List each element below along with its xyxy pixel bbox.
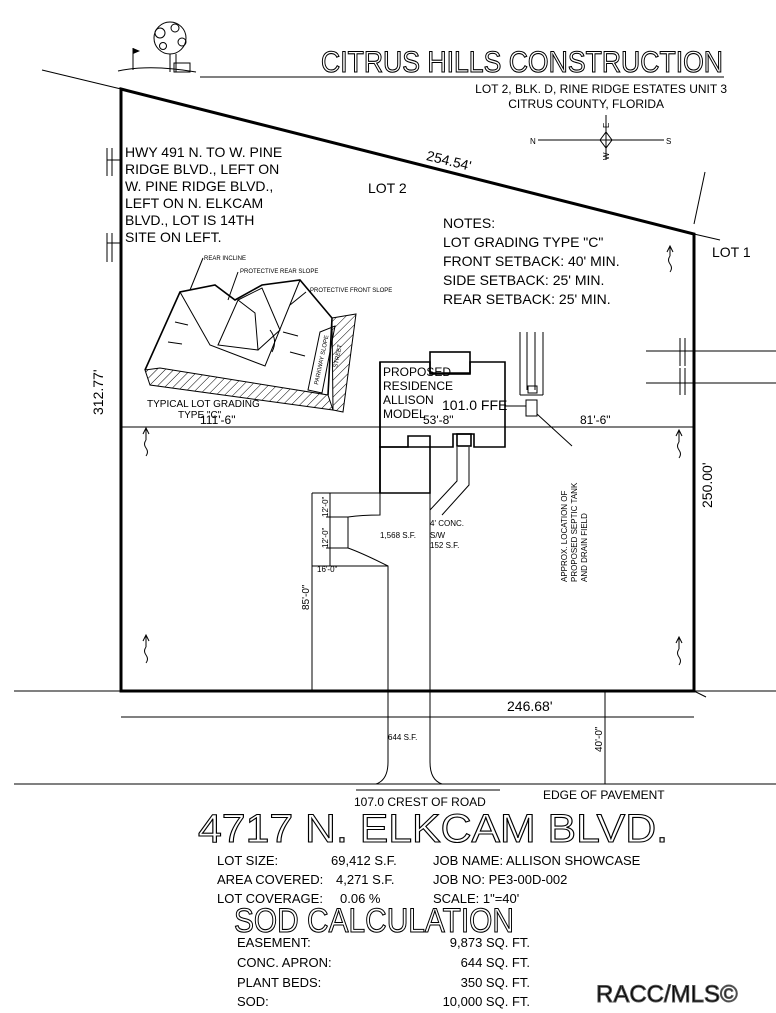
- sod-row-label: SOD:: [237, 994, 269, 1009]
- rear-dimension: 254.54': [425, 147, 473, 174]
- notes-line: SIDE SETBACK: 25' MIN.: [443, 272, 604, 288]
- compass-w-label: W: [602, 152, 611, 160]
- sidewalk-line: 152 S.F.: [430, 541, 459, 550]
- driveway-12-dimension: 12'-0": [321, 496, 330, 517]
- compass-rose-icon: N S E W: [530, 115, 671, 160]
- compass-e-label: E: [602, 123, 611, 128]
- left-setback-dimension: 111'-6": [200, 413, 235, 427]
- apron-area-label: 644 S.F.: [388, 733, 417, 742]
- sidewalk-line: S/W: [430, 531, 446, 540]
- sod-calculation: SOD CALCULATION EASEMENT: 9,873 SQ. FT. …: [233, 901, 530, 1009]
- directions-line: RIDGE BLVD., LEFT ON: [125, 161, 279, 177]
- directions-block: HWY 491 N. TO W. PINE RIDGE BLVD., LEFT …: [125, 144, 282, 245]
- sod-row-value: 10,000 SQ. FT.: [443, 994, 530, 1009]
- notes-block: NOTES: LOT GRADING TYPE "C" FRONT SETBAC…: [443, 215, 620, 307]
- septic-label-line: APPROX. LOCATION OF: [560, 490, 569, 582]
- sod-row-label: EASEMENT:: [237, 935, 311, 950]
- grading-caption-line-2: TYPE "C": [178, 410, 222, 421]
- edge-of-pavement-label: EDGE OF PAVEMENT: [543, 788, 665, 802]
- compass-s-label: S: [666, 137, 671, 146]
- finished-floor-elevation: 101.0 FFE: [442, 397, 507, 413]
- house-label-line: ALLISON: [383, 393, 434, 407]
- drawing-scale: SCALE: 1"=40': [433, 891, 519, 906]
- grading-caption-line-1: TYPICAL LOT GRADING: [147, 399, 260, 410]
- septic-system: APPROX. LOCATION OF PROPOSED SEPTIC TANK…: [505, 332, 589, 582]
- job-name: JOB NAME: ALLISON SHOWCASE: [433, 853, 641, 868]
- septic-label-line: PROPOSED SEPTIC TANK: [570, 482, 579, 582]
- notes-line: FRONT SETBACK: 40' MIN.: [443, 253, 620, 269]
- right-lot-line-markers: [646, 338, 776, 395]
- street-label: STREET: [333, 344, 344, 369]
- row-width-dimension: 40'-0": [594, 726, 605, 752]
- property-address: 4717 N. ELKCAM BLVD.: [198, 807, 668, 851]
- sidewalk: 4' CONC. S/W 152 S.F.: [429, 447, 470, 550]
- directions-line: SITE ON LEFT.: [125, 229, 221, 245]
- lot-info-block: LOT SIZE: 69,412 S.F. AREA COVERED: 4,27…: [217, 853, 641, 906]
- directions-line: HWY 491 N. TO W. PINE: [125, 144, 282, 160]
- compass-n-label: N: [530, 137, 536, 146]
- right-dimension: 250.00': [699, 463, 715, 509]
- notes-line: LOT GRADING TYPE "C": [443, 234, 603, 250]
- notes-line: NOTES:: [443, 215, 495, 231]
- right-setback-dimension: 81'-6": [580, 413, 611, 427]
- lot-coverage-value: 0.06 %: [340, 891, 381, 906]
- sod-row-value: 350 SQ. FT.: [461, 975, 530, 990]
- sod-title: SOD CALCULATION: [234, 902, 514, 940]
- left-lot-line-marker-lower: [106, 233, 121, 262]
- notes-line: REAR SETBACK: 25' MIN.: [443, 291, 611, 307]
- lot-grading-diagram: REAR INCLINE PROTECTIVE REAR SLOPE PROTE…: [144, 256, 392, 421]
- tree-golf-logo-icon: [117, 21, 197, 73]
- lot-coverage-label: LOT COVERAGE:: [217, 891, 323, 906]
- area-covered-label: AREA COVERED:: [217, 872, 323, 887]
- house-width-dimension: 53'-8": [423, 413, 454, 427]
- directions-line: BLVD., LOT IS 14TH: [125, 212, 254, 228]
- legal-description-line-1: LOT 2, BLK. D, RINE RIDGE ESTATES UNIT 3: [475, 82, 727, 96]
- front-setback-dimension: 85'-0": [301, 584, 312, 610]
- squiggle-markers: [142, 244, 683, 666]
- company-title: CITRUS HILLS CONSTRUCTION: [321, 46, 723, 79]
- area-covered-value: 4,271 S.F.: [336, 872, 395, 887]
- directions-line: W. PINE RIDGE BLVD.,: [125, 178, 273, 194]
- sidewalk-line: 4' CONC.: [430, 519, 464, 528]
- driveway: 1,568 S.F. 644 S.F.: [347, 493, 443, 785]
- lot-2-label: LOT 2: [368, 180, 407, 196]
- front-dimension: 246.68': [507, 698, 553, 714]
- rear-incline-label: REAR INCLINE: [204, 256, 246, 262]
- protective-rear-slope-label: PROTECTIVE REAR SLOPE: [240, 269, 318, 275]
- protective-front-slope-label: PROTECTIVE FRONT SLOPE: [310, 288, 392, 294]
- legal-description-line-2: CITRUS COUNTY, FLORIDA: [508, 97, 664, 111]
- left-dimension: 312.77': [90, 370, 106, 416]
- directions-line: LEFT ON N. ELKCAM: [125, 195, 263, 211]
- house-label-line: MODEL: [383, 407, 426, 421]
- crest-of-road-label: 107.0 CREST OF ROAD: [354, 795, 486, 809]
- septic-label-line: AND DRAIN FIELD: [580, 513, 589, 582]
- house-label-line: RESIDENCE: [383, 379, 453, 393]
- mls-watermark: RACC/MLS©: [596, 981, 738, 1008]
- front-setback-dimensions: 85'-0" 12'-0" 12'-0" 16'-0": [301, 492, 388, 691]
- driveway-area-label: 1,568 S.F.: [380, 531, 416, 540]
- sod-row-label: PLANT BEDS:: [237, 975, 321, 990]
- driveway-12-dimension: 12'-0": [321, 527, 330, 548]
- sod-row-value: 644 SQ. FT.: [461, 955, 530, 970]
- driveway-16-dimension: 16'-0": [317, 565, 338, 574]
- lot-size-label: LOT SIZE:: [217, 853, 278, 868]
- job-number: JOB NO: PE3-00D-002: [433, 872, 567, 887]
- proposed-residence: PROPOSED RESIDENCE ALLISON MODEL 101.0 F…: [379, 351, 507, 494]
- sod-row-value: 9,873 SQ. FT.: [450, 935, 530, 950]
- lot-size-value: 69,412 S.F.: [331, 853, 397, 868]
- house-label-line: PROPOSED: [383, 365, 451, 379]
- lot-1-label: LOT 1: [712, 244, 751, 260]
- sod-row-label: CONC. APRON:: [237, 955, 332, 970]
- left-lot-line-marker-upper: [106, 148, 121, 176]
